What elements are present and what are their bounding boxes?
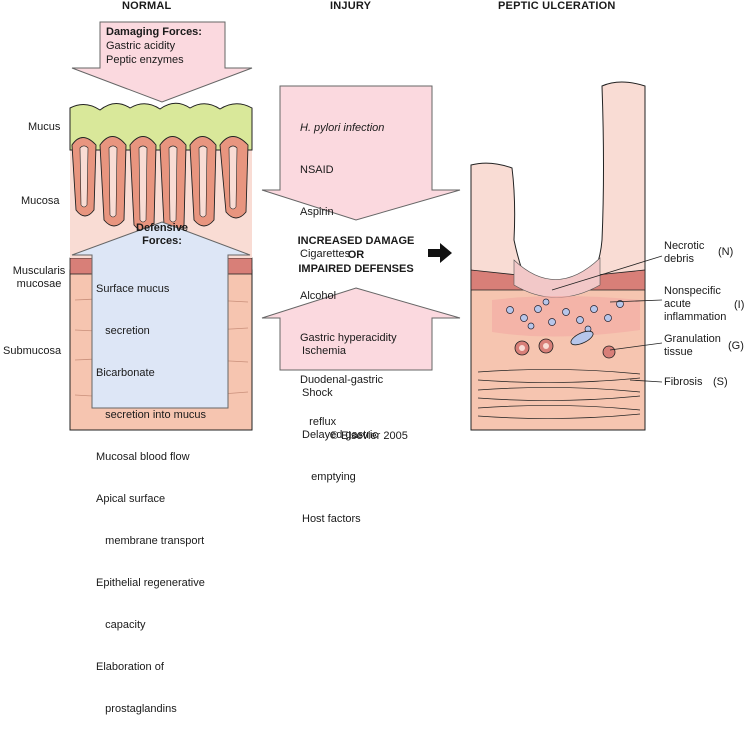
injury-top-item: Alcohol [300, 290, 337, 302]
code-fibrosis: (S) [713, 376, 728, 388]
layer-label-mucosae: mucosae [16, 278, 62, 290]
damaging-forces-title: Damaging Forces: [106, 26, 202, 38]
injury-bottom-item: emptying [302, 471, 356, 483]
ulcer-leader-lines [551, 255, 663, 383]
center-line: IMPAIRED DEFENSES [298, 263, 414, 275]
granulation-vessels [514, 330, 616, 359]
injury-bottom-item: Host factors [302, 513, 361, 525]
tissue-illustration [69, 21, 663, 431]
infl-line2: acute [664, 298, 691, 310]
layer-label-mucosa: Mucosa [21, 195, 60, 207]
label-necrotic-debris: Necrotic debris [664, 240, 744, 266]
ulcer-mucosa-right [587, 81, 646, 286]
injury-top-item: Aspirin [300, 206, 334, 218]
injury-bottom-item: Shock [302, 387, 333, 399]
header-injury: INJURY [330, 0, 372, 12]
injury-top-item: Cigarettes [300, 248, 351, 260]
defensive-item: Surface mucus [96, 283, 170, 295]
label-granulation: Granulation tissue [664, 333, 744, 359]
injury-top-item: NSAID [300, 164, 334, 176]
damaging-item: Peptic enzymes [106, 54, 184, 66]
injury-top-item: reflux [300, 416, 337, 428]
code-inflammation: (I) [734, 299, 745, 311]
injury-bottom-arrow [261, 287, 461, 371]
code-granulation: (G) [728, 340, 744, 352]
necrotic-line2: debris [664, 253, 694, 265]
header-peptic-ulceration: PEPTIC ULCERATION [498, 0, 616, 12]
layer-label-submucosa: Submucosa [3, 345, 62, 357]
infl-line1: Nonspecific [664, 285, 721, 297]
defensive-item: Epithelial regenerative [96, 577, 205, 589]
ulcer-base-necrotic [513, 257, 601, 298]
code-necrotic: (N) [718, 246, 734, 258]
defensive-forces-arrow [71, 221, 251, 409]
normal-gland-lumens [79, 145, 238, 223]
defensive-item: secretion [96, 325, 150, 337]
right-arrow [428, 243, 452, 263]
injury-top-item: Duodenal-gastric [300, 374, 384, 386]
defensive-title-line1: Defensive [136, 222, 188, 234]
defensive-title-line2: Forces: [142, 235, 182, 247]
label-inflammation: Nonspecific acute inflammation [664, 285, 744, 324]
injury-bottom-list: Ischemia Shock Delayed gastric emptying … [302, 316, 432, 540]
copyright: © Elsevier 2005 [330, 430, 408, 442]
defensive-item: Mucosal blood flow [96, 451, 190, 463]
injury-top-list: H. pylori infection NSAID Aspirin Cigare… [300, 93, 432, 443]
defensive-item: Apical surface [96, 493, 166, 505]
header-normal: NORMAL [122, 0, 172, 12]
center-line: INCREASED DAMAGE [297, 235, 415, 247]
defensive-forces-list: Surface mucus secretion Bicarbonate secr… [96, 254, 230, 730]
defensive-item: Elaboration of [96, 661, 164, 673]
damaging-item: Gastric acidity [106, 40, 176, 52]
layer-label-muscularis: Muscularis [12, 265, 66, 277]
layer-label-muscularis-mucosae: Muscularis mucosae [2, 265, 76, 291]
center-statement: INCREASED DAMAGE OR IMPAIRED DEFENSES [276, 234, 436, 276]
defensive-forces-title: Defensive Forces: [110, 222, 214, 248]
fibrosis-lines [477, 369, 641, 419]
defensive-item: Bicarbonate [96, 367, 155, 379]
damaging-forces-box: Damaging Forces: Gastric acidity Peptic … [106, 26, 224, 67]
necrotic-line1: Necrotic [664, 240, 705, 252]
injury-bottom-item: Ischemia [302, 345, 347, 357]
injury-top-arrow [261, 85, 461, 221]
injury-top-item: H. pylori infection [300, 122, 385, 134]
infl-line3: inflammation [664, 311, 727, 323]
gran-line1: Granulation [664, 333, 721, 345]
injury-top-item: Gastric hyperacidity [300, 332, 397, 344]
layer-label-mucus: Mucus [28, 121, 61, 133]
injury-bottom-item: Delayed gastric [302, 429, 378, 441]
defensive-item: capacity [96, 619, 146, 631]
defensive-item: secretion into mucus [96, 409, 207, 421]
gran-line2: tissue [664, 346, 693, 358]
label-fibrosis: Fibrosis [664, 376, 703, 388]
damaging-forces-arrow [71, 21, 253, 103]
defensive-item: prostaglandins [96, 703, 177, 715]
center-line: OR [347, 249, 365, 261]
defensive-item: membrane transport [96, 535, 205, 547]
